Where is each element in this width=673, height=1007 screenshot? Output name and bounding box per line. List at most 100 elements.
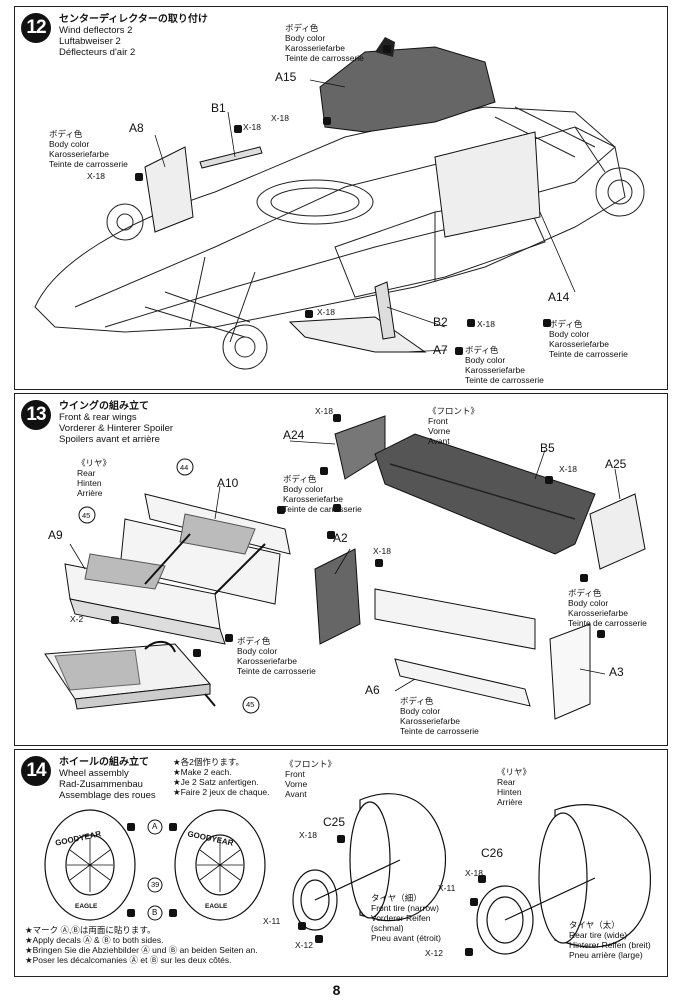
title-en: Front & rear wings [59,412,137,423]
note-line: ボディ色 [400,696,434,706]
note-line: ★Faire 2 jeux de chaque. [173,787,270,797]
part-label-a15: A15 [275,70,297,84]
screw-label: X-18 [373,546,391,556]
note-line: Front [428,416,448,426]
title-en: Wind deflectors 2 [59,25,133,36]
note-line: Teinte de carrosserie [237,666,316,676]
decal-a-label: A [152,822,158,831]
title-de: Luftabweiser 2 [59,36,121,47]
note-line: Teinte de carrosserie [465,375,544,385]
part-label-a25: A25 [605,457,627,471]
front-tire-note: タイヤ（細） Front tire (narrow) Vorderer Reif… [371,893,441,943]
note-line: Body color [49,139,90,149]
decal-45: 45 [246,700,255,709]
decal-note: ★マーク Ⓐ,Ⓑは両面に貼ります。 ★Apply decals Ⓐ & Ⓑ to… [25,925,258,965]
screw-label: X-18 [465,868,483,878]
note-line: ★Bringen Sie die Abziehbilder Ⓐ und Ⓑ an… [25,945,258,955]
note-line: Hinten [497,787,522,797]
note-line: 《リヤ》 [497,767,532,777]
decal-45: 45 [82,511,91,520]
front-label: 《フロント》 Front Vorne Avant [428,406,479,446]
part-label-a2: A2 [333,531,348,545]
rear-label: 《リヤ》 Rear Hinten Arrière [77,458,111,498]
body-color-note-a7: ボディ色 Body color Karosseriefarbe Teinte d… [465,345,544,385]
page-number: 8 [332,982,341,998]
part-label-a8: A8 [129,121,144,135]
wing-illustration [44,414,646,720]
step-title: センターディレクターの取り付け Wind deflectors 2 Luftab… [59,14,208,58]
note-line: Front tire (narrow) [371,903,440,913]
note-line: タイヤ（細） [371,893,422,903]
decal-39-label: 39 [151,880,160,889]
note-line: ★Make 2 each. [173,767,232,777]
note-line: ボディ色 [237,636,271,646]
title-fr: Déflecteurs d'air 2 [59,47,136,58]
note-line: Hinterer Reifen (breit) [569,940,651,950]
note-line: Body color [285,33,326,43]
note-line: Teinte de carrosserie [285,53,364,63]
tire-sub-left: EAGLE [75,903,98,910]
note-line: Arrière [77,488,103,498]
note-line: (schmal) [371,923,404,933]
step-title: ウイングの組み立て Front & rear wings Vorderer & … [59,401,173,445]
note-line: ボディ色 [549,319,583,329]
body-color-note-1: ボディ色 Body color Karosseriefarbe Teinte d… [283,474,362,514]
decal-44: 44 [180,463,189,472]
note-line: Avant [428,436,450,446]
part-label-c25: C25 [323,815,346,829]
title-en: Wheel assembly [59,768,129,779]
part-label-a9: A9 [48,528,63,542]
note-line: ボディ色 [285,23,319,33]
rear-label: 《リヤ》 Rear Hinten Arrière [497,767,531,807]
note-line: Teinte de carrosserie [549,349,628,359]
note-line: Pneu arrière (large) [569,950,643,960]
part-label-a10: A10 [217,476,239,490]
body-color-note-a14: ボディ色 Body color Karosseriefarbe Teinte d… [549,319,628,359]
note-line: Body color [283,484,324,494]
screw-label: X-18 [87,171,105,181]
note-line: ★Je 2 Satz anfertigen. [173,777,259,787]
car-body-illustration [34,37,645,370]
screw-label: X-18 [559,464,577,474]
note-line: ★Poser les décalcomanies Ⓐ et Ⓑ sur les … [25,955,232,965]
screw-label: X-18 [271,113,289,123]
make-two-note: ★各2個作ります。 ★Make 2 each. ★Je 2 Satz anfer… [173,757,269,797]
title-fr: Assemblage des roues [59,790,156,801]
part-label-b2: B2 [433,315,448,329]
body-color-note-4: ボディ色 Body color Karosseriefarbe Teinte d… [400,696,479,736]
part-label-b1: B1 [211,101,226,115]
step-title: ホイールの組み立て Wheel assembly Rad-Zusammenbau… [59,757,156,801]
decal-b-label: B [152,908,158,917]
part-label-a14: A14 [548,290,570,304]
step-number: 13 [21,400,51,430]
screw-label: X-18 [477,319,495,329]
note-line: Teinte de carrosserie [400,726,479,736]
note-line: Karosseriefarbe [568,608,629,618]
part-label-c26: C26 [481,846,504,860]
note-line: Karosseriefarbe [49,149,110,159]
note-line: Front [285,769,305,779]
note-line: ボディ色 [283,474,317,484]
body-color-note-top: ボディ色 Body color Karosseriefarbe Teinte d… [285,23,364,63]
note-line: Vorne [285,779,308,789]
title-de: Rad-Zusammenbau [59,779,143,790]
body-color-note-left: ボディ色 Body color Karosseriefarbe Teinte d… [49,129,128,169]
title-fr: Spoilers avant et arrière [59,434,160,445]
title-jp: センターディレクターの取り付け [59,14,208,25]
note-line: ★各2個作ります。 [173,757,244,767]
note-line: Vorderer Reifen [371,913,431,923]
screw-label: X-12 [295,940,313,950]
note-line: Body color [568,598,609,608]
note-line: Teinte de carrosserie [49,159,128,169]
part-label-a6: A6 [365,683,380,697]
note-line: Body color [237,646,278,656]
wheel-illustration [44,793,651,956]
part-label-a3: A3 [609,665,624,679]
note-line: Karosseriefarbe [549,339,610,349]
note-line: ★マーク Ⓐ,Ⓑは両面に貼ります。 [25,925,156,935]
note-line: Karosseriefarbe [400,716,461,726]
title-de: Vorderer & Hinterer Spoiler [59,423,174,434]
screw-label: X-18 [317,307,335,317]
screw-label: X-2 [70,614,84,624]
screw-label: X-11 [438,883,456,893]
